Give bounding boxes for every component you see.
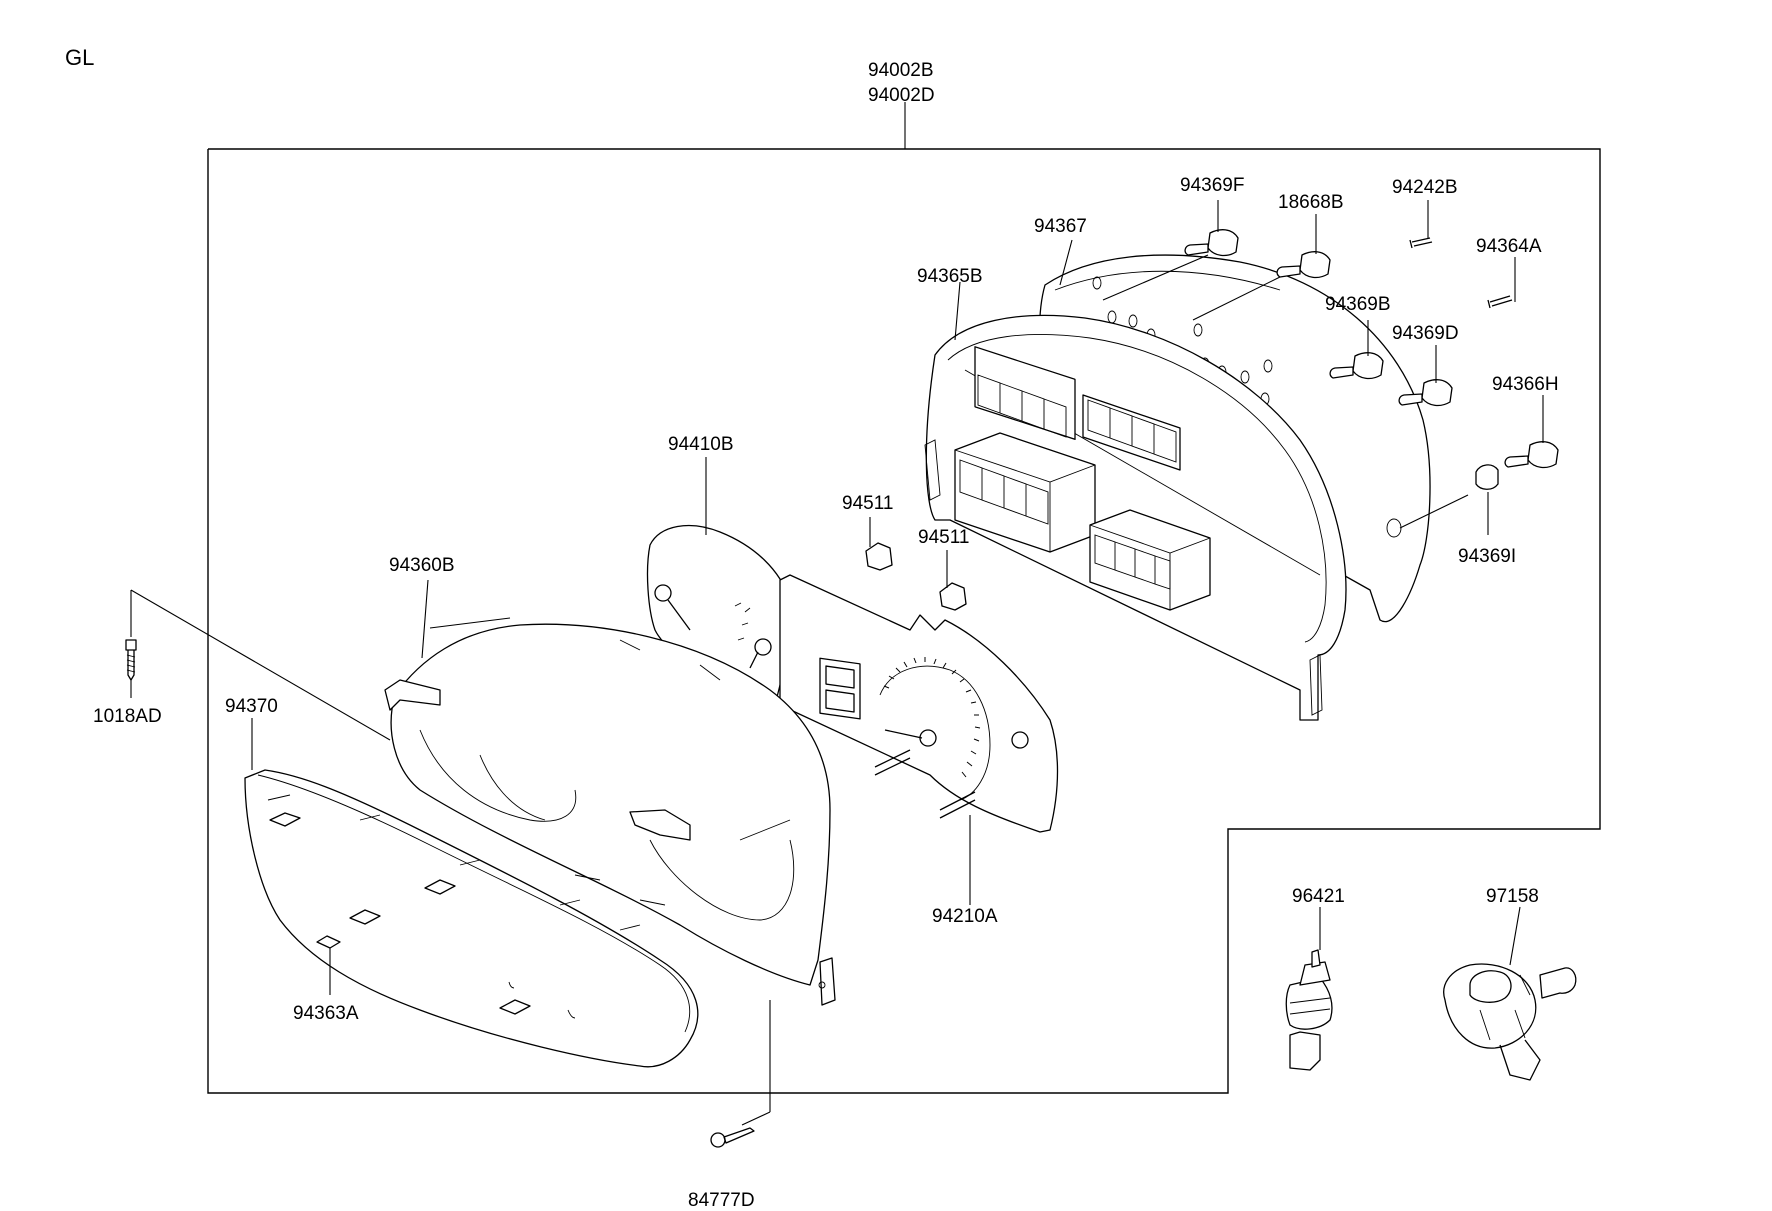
pin-94242B xyxy=(1409,237,1433,249)
callout-94366H: 94366H xyxy=(1492,374,1559,395)
assembly-frame xyxy=(207,102,1601,1094)
cap-94369I xyxy=(1475,464,1499,490)
sender-96421 xyxy=(1285,949,1333,1071)
bulb-18668B xyxy=(1276,251,1331,279)
callout-94370: 94370 xyxy=(225,696,278,717)
grommet-94511-a xyxy=(865,542,893,571)
callout-94369B: 94369B xyxy=(1325,294,1391,315)
front-case-94370 xyxy=(244,769,699,1068)
callout-94365B: 94365B xyxy=(917,266,983,287)
callout-94511-b: 94511 xyxy=(918,527,969,548)
housing-connector-upper-left xyxy=(974,346,1076,440)
callout-94410B: 94410B xyxy=(668,434,734,455)
callout-97158: 97158 xyxy=(1486,886,1539,907)
bulb-94369B xyxy=(1329,352,1384,380)
grommet-94511-b xyxy=(939,582,967,611)
callout-94369I: 94369I xyxy=(1458,546,1516,567)
callout-94360B: 94360B xyxy=(389,555,455,576)
callout-1018AD: 1018AD xyxy=(93,706,162,727)
bulb-94369F xyxy=(1184,229,1239,257)
callout-94511-a: 94511 xyxy=(842,493,893,514)
callout-94369D: 94369D xyxy=(1392,323,1459,344)
cluster-housing-94365B xyxy=(924,314,1347,721)
bulb-94366H xyxy=(1504,441,1559,469)
assembly-number-2: 94002D xyxy=(868,85,935,106)
screw-84777D xyxy=(710,1127,755,1148)
lens-mask-94360B xyxy=(384,617,836,1006)
callout-94242B: 94242B xyxy=(1392,177,1458,198)
callout-94367: 94367 xyxy=(1034,216,1087,237)
leader-lines xyxy=(130,200,1544,1126)
callout-18668B: 18668B xyxy=(1278,192,1344,213)
callout-94364A: 94364A xyxy=(1476,236,1542,257)
speedometer-face-94210A xyxy=(779,574,1059,833)
callout-84777D: 84777D xyxy=(688,1190,755,1211)
callout-94210A: 94210A xyxy=(932,906,998,927)
bulb-94369D xyxy=(1398,379,1453,407)
callout-94363A: 94363A xyxy=(293,1003,359,1024)
assembly-number-1: 94002B xyxy=(868,60,934,81)
sensor-97158 xyxy=(1443,963,1577,1081)
callout-94369F: 94369F xyxy=(1180,175,1244,196)
housing-connector-lower-right xyxy=(1089,509,1211,611)
screw-1018AD xyxy=(125,639,137,681)
speedometer-tick-marks xyxy=(883,657,981,778)
variant-label: GL xyxy=(65,45,94,70)
callout-96421: 96421 xyxy=(1292,886,1345,907)
housing-connector-upper-right xyxy=(1082,394,1181,471)
clip-94363A xyxy=(316,935,341,949)
pin-94364A xyxy=(1487,295,1513,309)
